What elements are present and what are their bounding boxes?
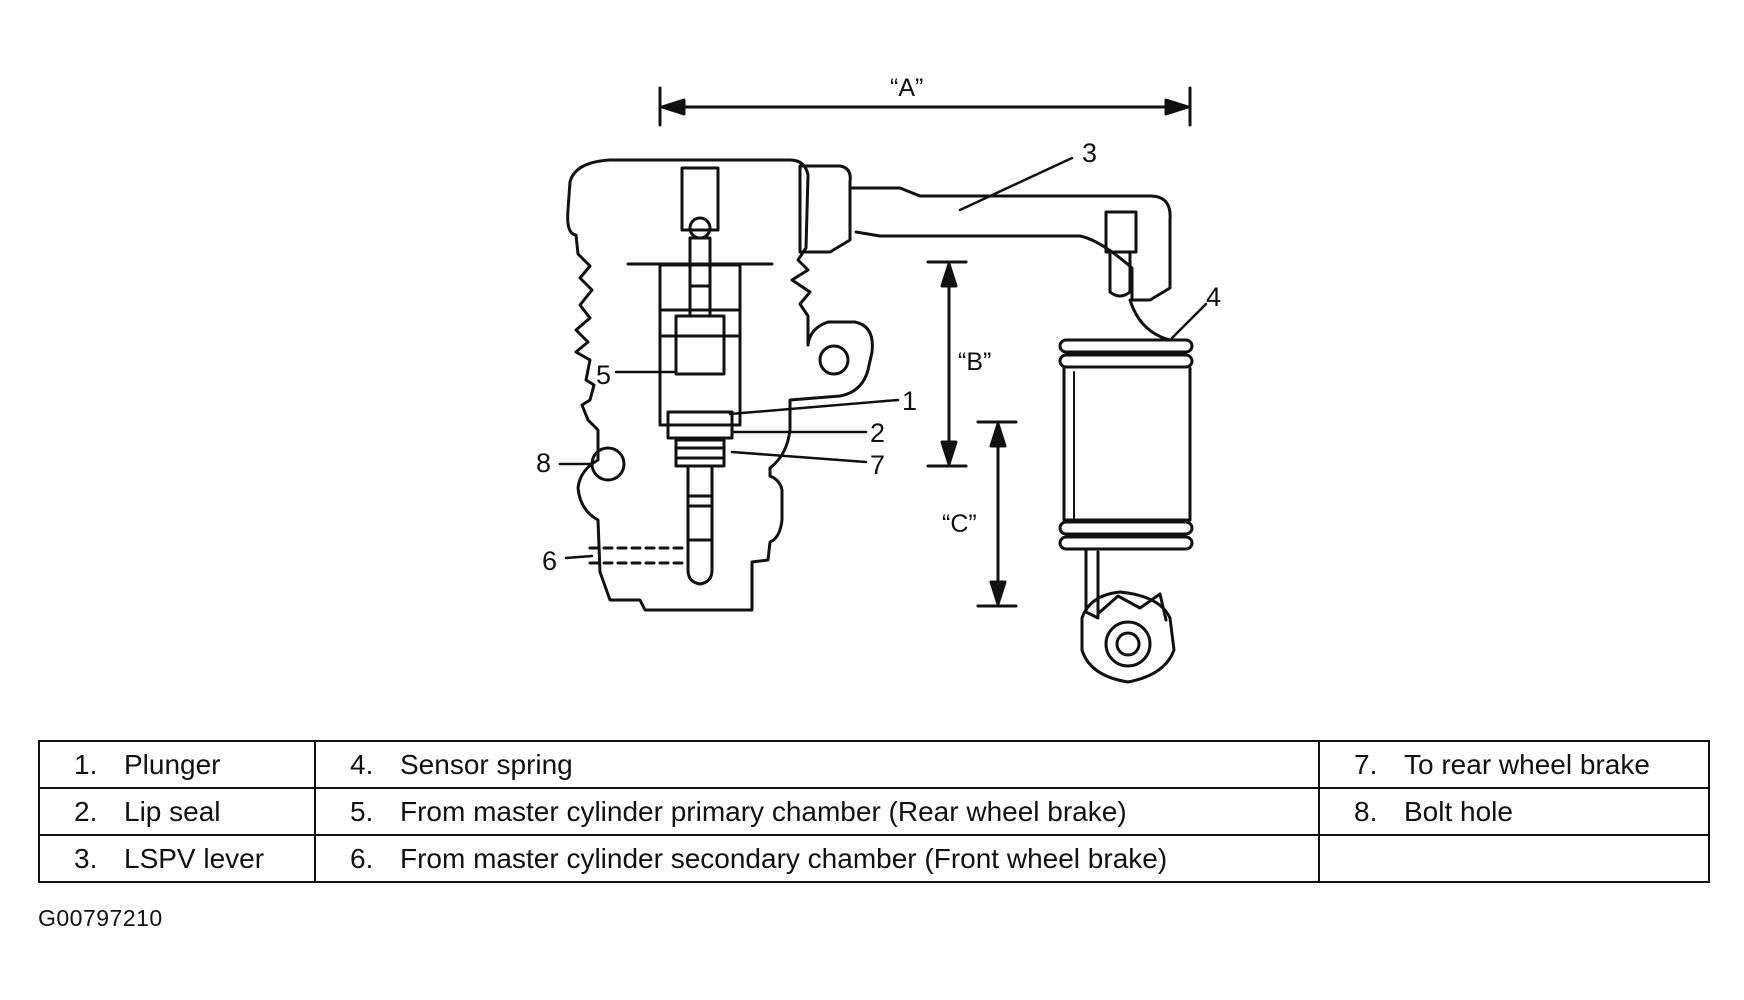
sensor-spring	[1058, 298, 1194, 684]
callout-5: 5	[596, 360, 611, 390]
legend-item: 7. To rear wheel brake	[1318, 740, 1710, 789]
legend-text: From master cylinder primary chamber (Re…	[400, 795, 1127, 827]
legend-item: 8. Bolt hole	[1318, 787, 1710, 836]
legend-row: 2. Lip seal 5. From master cylinder primar…	[38, 787, 1710, 836]
plunger-assembly	[626, 166, 774, 586]
legend-item: 4. Sensor spring	[314, 740, 1320, 789]
callout-6: 6	[542, 546, 557, 576]
legend-number: 2.	[74, 795, 98, 827]
legend-item: 5. From master cylinder primary chamber (…	[314, 787, 1320, 836]
lever-clevis	[1104, 210, 1138, 298]
legend-item	[1318, 834, 1710, 883]
legend-text: Lip seal	[124, 795, 221, 827]
bolt-hole-upper	[818, 344, 850, 376]
callout-2: 2	[870, 418, 885, 448]
legend-text: To rear wheel brake	[1404, 748, 1650, 780]
legend-table: 1. Plunger 4. Sensor spring 7. To rear whee…	[38, 740, 1710, 883]
dimension-c-label: “C”	[942, 510, 977, 538]
legend-number: 8.	[1354, 795, 1378, 827]
lspv-lever	[848, 186, 1172, 302]
legend-number: 5.	[350, 795, 374, 827]
legend-text: Bolt hole	[1404, 795, 1513, 827]
legend-item: 1. Plunger	[38, 740, 316, 789]
legend-item: 6. From master cylinder secondary chamber…	[314, 834, 1320, 883]
legend-number: 4.	[350, 748, 374, 780]
legend-item: 3. LSPV lever	[38, 834, 316, 883]
callout-3: 3	[1082, 138, 1097, 168]
dimension-a	[658, 86, 1192, 127]
leader-lines	[558, 156, 1208, 560]
callout-7: 7	[870, 450, 885, 480]
dimension-b-label: “B”	[958, 348, 991, 376]
legend-row: 1. Plunger 4. Sensor spring 7. To rear whee…	[38, 740, 1710, 789]
dimension-b	[926, 260, 968, 468]
legend-number: 3.	[74, 842, 98, 874]
callout-8: 8	[536, 448, 551, 478]
legend-text: Sensor spring	[400, 748, 573, 780]
bolt-hole-lower	[590, 446, 626, 482]
legend-item: 2. Lip seal	[38, 787, 316, 836]
figure-code: G00797210	[38, 905, 163, 931]
dimension-c	[976, 420, 1018, 608]
legend-row: 3. LSPV lever 6. From master cylinder seco…	[38, 834, 1710, 883]
legend-text: From master cylinder secondary chamber (…	[400, 842, 1168, 874]
legend-text: Plunger	[124, 748, 221, 780]
dimension-a-label: “A”	[890, 74, 923, 102]
valve-body	[566, 158, 874, 612]
legend-number: 7.	[1354, 748, 1378, 780]
lspv-diagram: 3 4 5 1 2 7 8 6 “A” “B” “C”	[536, 74, 1221, 684]
callout-4: 4	[1206, 282, 1221, 312]
legend-number: 6.	[350, 842, 374, 874]
legend-text: LSPV lever	[124, 842, 265, 874]
legend-number: 1.	[74, 748, 98, 780]
callout-1: 1	[902, 386, 917, 416]
